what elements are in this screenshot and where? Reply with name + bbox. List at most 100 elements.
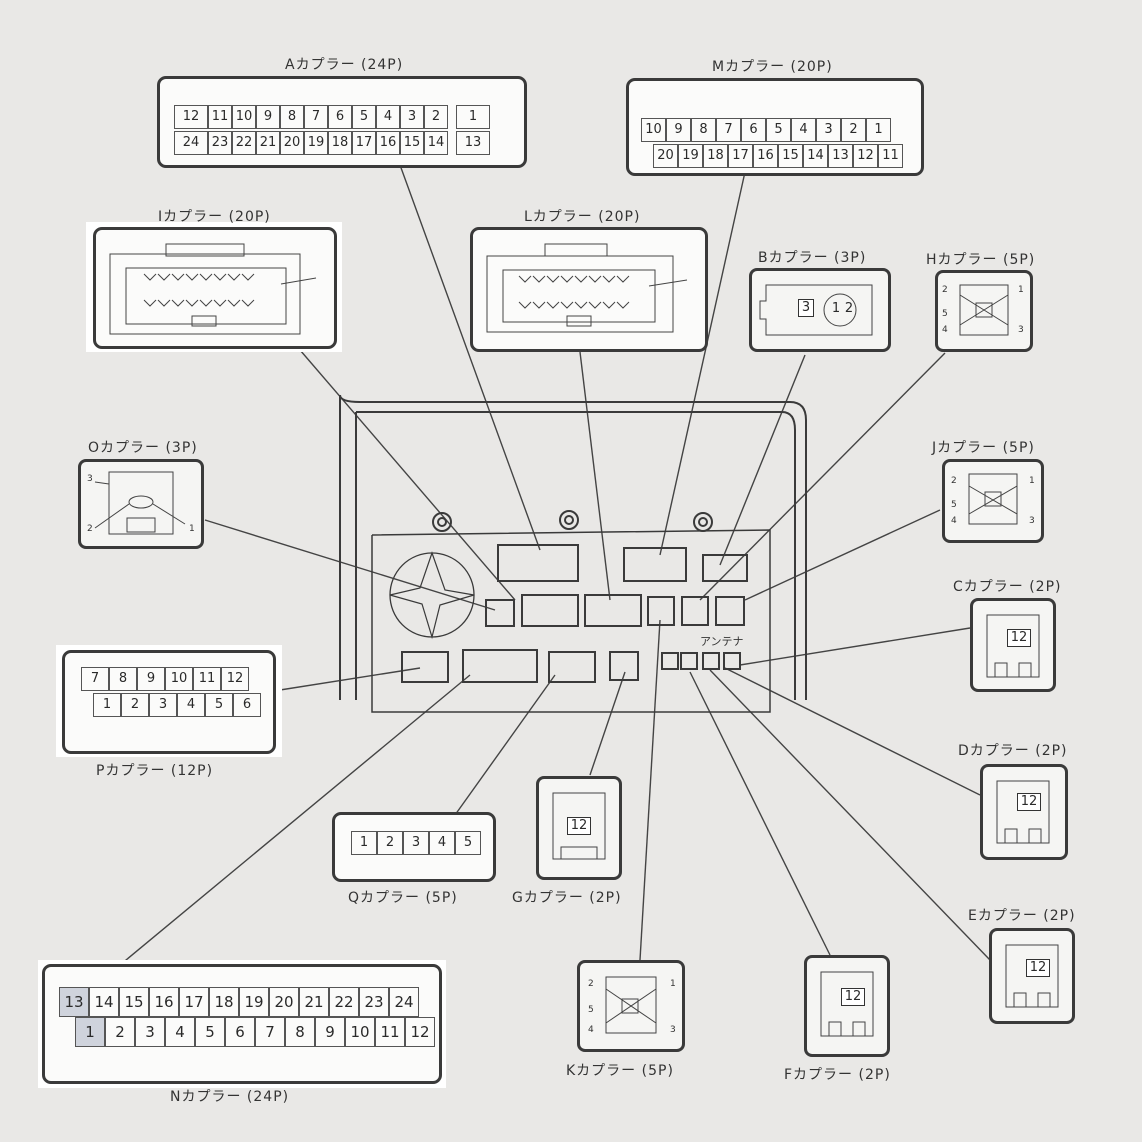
connector-q-row: 1 2 3 4 5 bbox=[351, 831, 481, 855]
pin: 5 bbox=[455, 831, 481, 855]
pin: 12 bbox=[221, 667, 249, 691]
pin: 23 bbox=[359, 987, 389, 1017]
connector-k-drawing bbox=[605, 976, 657, 1034]
pin: 18 bbox=[328, 131, 352, 155]
pin: 2 bbox=[841, 118, 866, 142]
leader-j bbox=[744, 509, 941, 601]
k-pin-4: 4 bbox=[588, 1025, 595, 1035]
pin: 24 bbox=[174, 131, 208, 155]
connector-n-bottom-row: 1 2 3 4 5 6 7 8 9 10 11 12 bbox=[75, 1017, 435, 1047]
connector-e: 12 bbox=[989, 928, 1075, 1024]
pin: 5 bbox=[205, 693, 233, 717]
connector-d-label: Dカプラー (2P) bbox=[958, 743, 1068, 759]
connector-n: 13 14 15 16 17 18 19 20 21 22 23 24 1 2 … bbox=[42, 964, 442, 1084]
pin: 2 bbox=[121, 693, 149, 717]
connector-f-label: Fカプラー (2P) bbox=[784, 1067, 891, 1083]
connector-b-pin-3: 3 bbox=[798, 299, 814, 317]
pin: 11 bbox=[193, 667, 221, 691]
connector-d-pins: 12 bbox=[1017, 793, 1041, 811]
connector-a-label: Aカプラー (24P) bbox=[285, 57, 404, 73]
o-pin-2: 2 bbox=[87, 524, 94, 534]
pin: 13 bbox=[828, 144, 853, 168]
pin: 21 bbox=[256, 131, 280, 155]
connector-c: 12 bbox=[970, 598, 1056, 692]
leader-a bbox=[399, 164, 541, 551]
connector-p-top-row: 7 8 9 10 11 12 bbox=[81, 667, 249, 691]
o-pin-1: 1 bbox=[189, 524, 196, 534]
pin: 23 bbox=[208, 131, 232, 155]
pin: 6 bbox=[741, 118, 766, 142]
connector-p-bottom-row: 1 2 3 4 5 6 bbox=[93, 693, 261, 717]
pin: 4 bbox=[165, 1017, 195, 1047]
connector-q-label: Qカプラー (5P) bbox=[348, 890, 458, 906]
pin: 11 bbox=[208, 105, 232, 129]
k-pin-2: 2 bbox=[588, 979, 595, 989]
connector-g-label: Gカプラー (2P) bbox=[512, 890, 622, 906]
connector-b-pin-2: 2 bbox=[844, 301, 854, 316]
connector-f-pins: 12 bbox=[841, 988, 865, 1006]
pin: 12 bbox=[405, 1017, 435, 1047]
pin: 4 bbox=[376, 105, 400, 129]
connector-f: 12 bbox=[804, 955, 890, 1057]
pin: 2 bbox=[105, 1017, 135, 1047]
pin: 9 bbox=[666, 118, 691, 142]
pin: 3 bbox=[816, 118, 841, 142]
h-pin-1: 1 bbox=[1018, 285, 1025, 295]
connector-j: 2 1 5 4 3 bbox=[942, 459, 1044, 543]
pin: 15 bbox=[119, 987, 149, 1017]
connector-j-label: Jカプラー (5P) bbox=[932, 440, 1035, 456]
pin: 4 bbox=[791, 118, 816, 142]
pin: 10 bbox=[232, 105, 256, 129]
connector-k-label: Kカプラー (5P) bbox=[566, 1063, 674, 1079]
pin: 3 bbox=[149, 693, 177, 717]
connector-o: 3 2 1 bbox=[78, 459, 204, 549]
k-pin-1: 1 bbox=[670, 979, 677, 989]
connector-p: 7 8 9 10 11 12 1 2 3 4 5 6 bbox=[62, 650, 276, 754]
pin: 17 bbox=[728, 144, 753, 168]
connector-a-bottom-row: 24 23 22 21 20 19 18 17 16 15 14 13 bbox=[174, 131, 490, 155]
connector-i-drawing bbox=[109, 243, 317, 335]
connector-h-label: Hカプラー (5P) bbox=[926, 252, 1036, 268]
leader-k bbox=[639, 619, 661, 961]
connector-b: 3 1 2 bbox=[749, 268, 891, 352]
connector-f-drawing bbox=[820, 971, 874, 1037]
leader-f bbox=[689, 671, 831, 956]
connector-g: 12 bbox=[536, 776, 622, 880]
pin: 14 bbox=[424, 131, 448, 155]
pin: 12 bbox=[853, 144, 878, 168]
pin: 9 bbox=[315, 1017, 345, 1047]
pin: 7 bbox=[716, 118, 741, 142]
pin: 3 bbox=[135, 1017, 165, 1047]
leader-d bbox=[724, 667, 981, 796]
pin: 20 bbox=[280, 131, 304, 155]
pin: 4 bbox=[429, 831, 455, 855]
pin: 6 bbox=[225, 1017, 255, 1047]
j-pin-3: 3 bbox=[1029, 516, 1036, 526]
pin: 16 bbox=[149, 987, 179, 1017]
pin: 14 bbox=[89, 987, 119, 1017]
connector-i bbox=[93, 227, 337, 349]
pin: 20 bbox=[269, 987, 299, 1017]
pin: 15 bbox=[400, 131, 424, 155]
pin: 13 bbox=[456, 131, 490, 155]
j-pin-2: 2 bbox=[951, 476, 958, 486]
connector-b-pin-1: 1 bbox=[831, 301, 841, 316]
pin: 19 bbox=[678, 144, 703, 168]
connector-c-label: Cカプラー (2P) bbox=[953, 579, 1062, 595]
pin: 8 bbox=[691, 118, 716, 142]
pin: 19 bbox=[304, 131, 328, 155]
pin: 20 bbox=[653, 144, 678, 168]
pin: 8 bbox=[109, 667, 137, 691]
leader-e bbox=[709, 669, 991, 961]
connector-i-label: Iカプラー (20P) bbox=[158, 209, 271, 225]
pin: 5 bbox=[766, 118, 791, 142]
connector-q: 1 2 3 4 5 bbox=[332, 812, 496, 882]
pin: 6 bbox=[328, 105, 352, 129]
pin: 1 bbox=[351, 831, 377, 855]
pin: 5 bbox=[195, 1017, 225, 1047]
pin: 11 bbox=[375, 1017, 405, 1047]
connector-m-label: Mカプラー (20P) bbox=[712, 59, 833, 75]
leader-m bbox=[659, 171, 746, 556]
h-pin-5: 5 bbox=[942, 309, 949, 319]
o-pin-3: 3 bbox=[87, 474, 94, 484]
